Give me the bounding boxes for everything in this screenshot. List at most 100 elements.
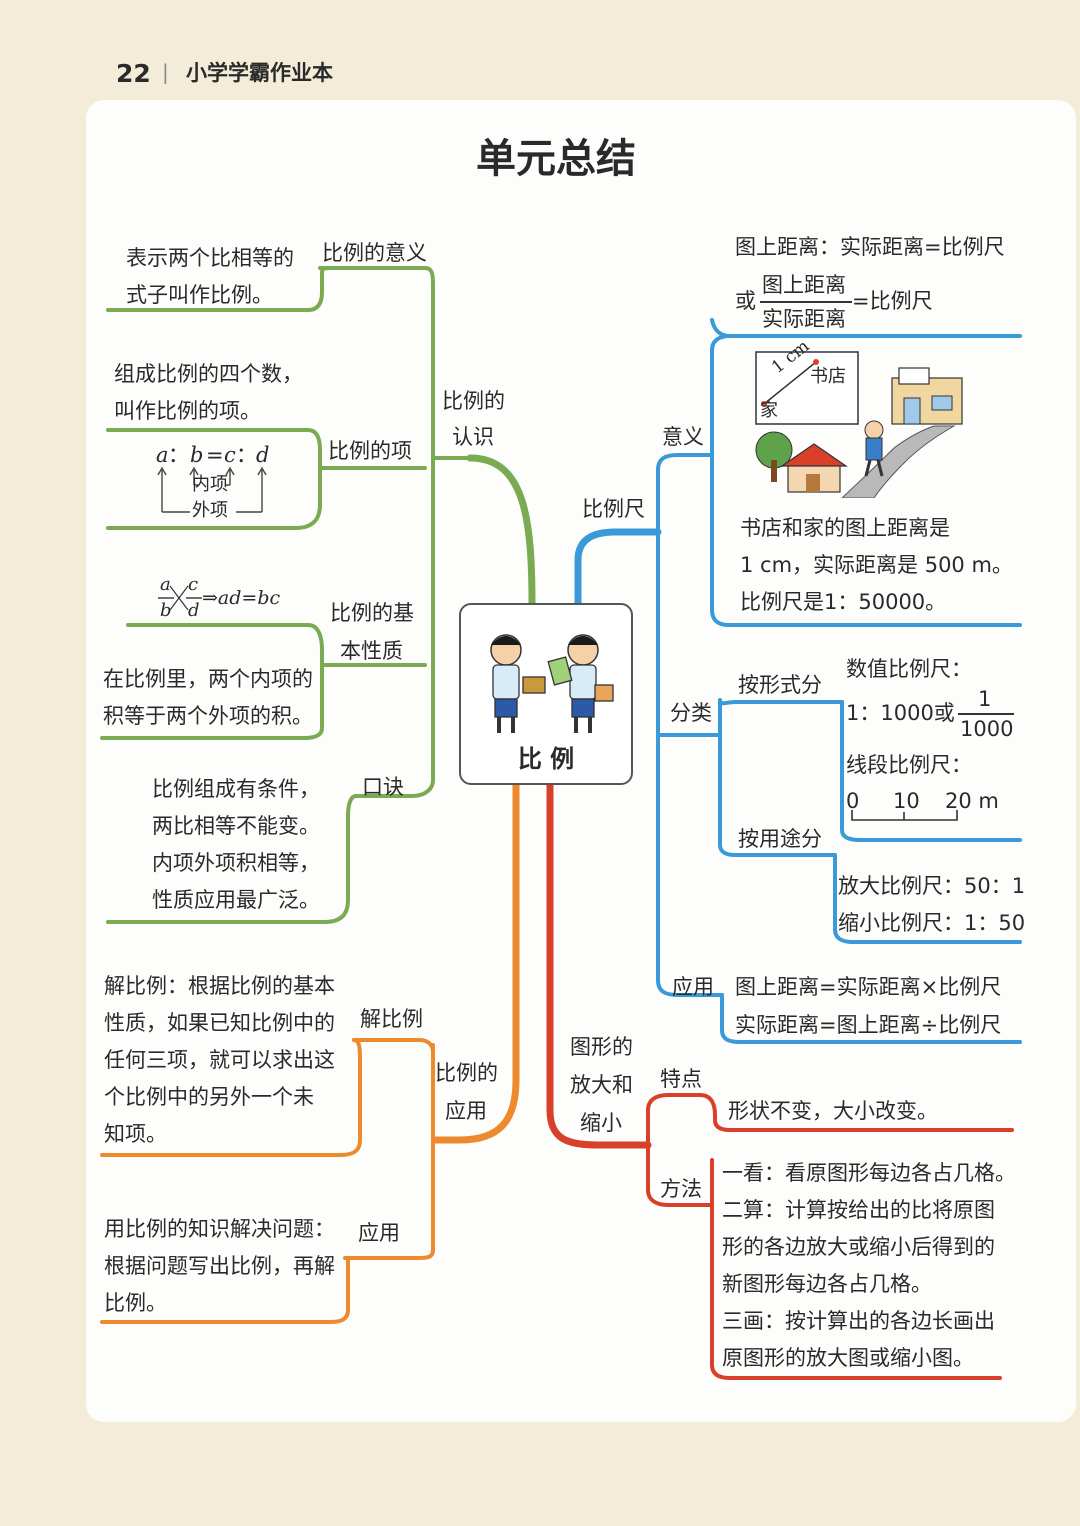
branch-figure-label1: 图形的 <box>570 1035 633 1059</box>
rhyme-line-2: 两比相等不能变。 <box>152 814 320 838</box>
solve-line-5: 知项。 <box>104 1122 167 1146</box>
prop-frac-b: b <box>160 600 172 621</box>
enlarge-scale: 放大比例尺：50：1 <box>838 874 1026 898</box>
property-line-2: 积等于两个外项的积。 <box>103 704 313 728</box>
property-text: 在比例里，两个内项的 积等于两个外项的积。 <box>103 661 313 735</box>
header-separator: | <box>162 60 169 84</box>
solve-text: 解比例：根据比例的基本 性质，如果已知比例中的 任何三项，就可以求出这 个比例中… <box>104 968 335 1153</box>
fraction-bar <box>760 301 852 303</box>
method-line-5: 三画：按计算出的各边长画出 <box>722 1309 995 1333</box>
rhyme-line-1: 比例组成有条件， <box>152 777 320 801</box>
scale-meaning-label: 意义 <box>662 425 704 449</box>
use-line-1: 用比例的知识解决问题： <box>104 1217 335 1241</box>
line-scale-label: 线段比例尺： <box>846 753 972 777</box>
scale-formula2-tail: =比例尺 <box>852 289 933 313</box>
prop-result: ⇒ad=bc <box>202 587 281 609</box>
solve-line-4: 个比例中的另外一个未 <box>104 1085 314 1109</box>
scale-meaning-line-2: 1 cm，实际距离是 500 m。 <box>740 553 1013 577</box>
prop-frac-a: a <box>160 574 171 595</box>
formula-b: b <box>190 443 204 467</box>
by-form-label: 按形式分 <box>738 673 822 697</box>
numeric-frac-bar <box>958 713 1014 715</box>
method-label: 方法 <box>660 1177 702 1201</box>
terms-text: 组成比例的四个数， 叫作比例的项。 <box>114 356 303 430</box>
numeric-scale-label: 数值比例尺： <box>846 657 972 681</box>
scale-numerator: 图上距离 <box>762 273 846 297</box>
inner-term-label: 内项 <box>192 474 228 495</box>
branch-recognition-label1: 比例的 <box>442 389 505 413</box>
book-title: 小学学霸作业本 <box>186 61 333 85</box>
use-line-3: 比例。 <box>104 1291 167 1315</box>
branch-application-label1: 比例的 <box>435 1061 498 1085</box>
property-line-1: 在比例里，两个内项的 <box>103 667 313 691</box>
formula-colon2: ： <box>236 443 257 467</box>
solve-line-2: 性质，如果已知比例中的 <box>104 1011 335 1035</box>
school-route-illustration <box>755 351 963 498</box>
line-scale-tick-10: 10 <box>893 789 920 813</box>
page-title: 单元总结 <box>476 136 636 182</box>
formula-colon1: ： <box>168 443 189 467</box>
branch-application-label2: 应用 <box>445 1099 487 1123</box>
meaning-line-1: 表示两个比相等的 <box>126 246 294 270</box>
line-scale-tick-20: 20 m <box>945 789 999 813</box>
meaning-text: 表示两个比相等的 式子叫作比例。 <box>126 240 294 314</box>
method-line-4: 新图形每边各占几格。 <box>722 1272 932 1296</box>
scale-formula1: 图上距离：实际距离=比例尺 <box>735 235 1005 259</box>
branch-recognition-label2: 认识 <box>452 425 494 449</box>
meaning-line-2: 式子叫作比例。 <box>126 283 273 307</box>
scale-or: 或 <box>735 289 756 313</box>
numeric-scale-value: 1：1000或 <box>846 701 955 725</box>
illus-home-label: 家 <box>760 400 778 421</box>
term-arrows <box>157 466 267 513</box>
property-label2: 本性质 <box>340 639 403 663</box>
property-label1: 比例的基 <box>330 601 414 625</box>
method-line-1: 一看：看原图形每边各占几格。 <box>722 1161 1016 1185</box>
feature-label: 特点 <box>660 1067 702 1091</box>
two-boys-illustration <box>490 634 614 733</box>
map-illustration: 1 cm 书店 家 <box>754 336 969 498</box>
use-line-2: 根据问题写出比例，再解 <box>104 1254 335 1278</box>
center-node: 比 例 <box>459 603 633 785</box>
terms-label: 比例的项 <box>328 439 412 463</box>
solve-line-3: 任何三项，就可以求出这 <box>104 1048 335 1072</box>
illus-shop-label: 书店 <box>810 366 846 387</box>
terms-formula: a ： b = c ： d 内项 外项 <box>150 440 280 525</box>
prop-frac-d: d <box>188 600 200 621</box>
scale-label: 比例尺 <box>582 497 645 521</box>
rhyme-label: 口诀 <box>362 775 404 799</box>
method-line-3: 形的各边放大或缩小后得到的 <box>722 1235 995 1259</box>
scale-meaning-line-3: 比例尺是1：50000。 <box>740 590 947 614</box>
solve-label: 解比例 <box>360 1007 423 1031</box>
use-label: 应用 <box>358 1221 400 1245</box>
page-number: 22 <box>116 59 151 88</box>
method-line-6: 原图形的放大图或缩小图。 <box>722 1346 974 1370</box>
branch-figure-label3: 缩小 <box>580 1111 622 1135</box>
rhyme-line-3: 内项外项积相等， <box>152 851 320 875</box>
scale-meaning-line-1: 书店和家的图上距离是 <box>740 516 950 540</box>
prop-frac-c: c <box>188 574 199 595</box>
numeric-frac-num: 1 <box>978 687 992 711</box>
use-text: 用比例的知识解决问题： 根据问题写出比例，再解 比例。 <box>104 1211 335 1322</box>
solve-line-1: 解比例：根据比例的基本 <box>104 974 335 998</box>
classify-label: 分类 <box>670 701 712 725</box>
terms-line-2: 叫作比例的项。 <box>114 399 261 423</box>
scale-denominator: 实际距离 <box>762 307 846 331</box>
scale-apply-label: 应用 <box>672 975 714 999</box>
formula-a: a <box>156 443 169 467</box>
numeric-frac-den: 1000 <box>960 717 1014 741</box>
formula-c: c <box>224 443 236 467</box>
formula-d: d <box>256 443 270 467</box>
rhyme-line-4: 性质应用最广泛。 <box>152 888 320 912</box>
scale-apply-formula-2: 实际距离=图上距离÷比例尺 <box>735 1013 1002 1037</box>
scale-apply-formula-1: 图上距离=实际距离×比例尺 <box>735 975 1002 999</box>
center-label: 比 例 <box>517 745 575 773</box>
meaning-label: 比例的意义 <box>322 241 427 265</box>
method-line-2: 二算：计算按给出的比将原图 <box>722 1198 995 1222</box>
reduce-scale: 缩小比例尺：1：50 <box>838 911 1026 935</box>
by-use-label: 按用途分 <box>738 827 822 851</box>
outer-term-label: 外项 <box>192 500 228 521</box>
cross-multiply-lines <box>158 585 202 611</box>
feature-text: 形状不变，大小改变。 <box>728 1099 938 1123</box>
